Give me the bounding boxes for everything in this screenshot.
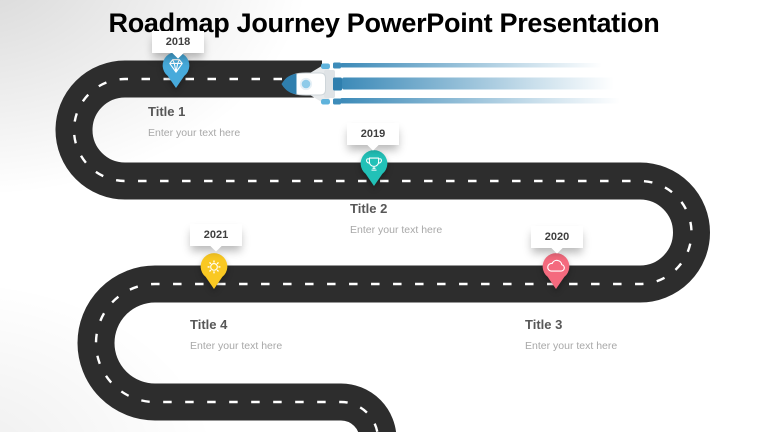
milestone-title: Title 3: [525, 317, 563, 332]
year-label-text: 2020: [544, 231, 570, 243]
milestone-title: Title 1: [148, 104, 186, 119]
cloud-icon: [547, 259, 565, 272]
map-pin-2021: [200, 253, 228, 289]
milestone-block-2: Title 2 Enter your text here: [350, 201, 442, 236]
diamond-icon: [169, 59, 183, 73]
milestone-text: Enter your text here: [190, 340, 283, 352]
gear-icon: [207, 260, 221, 274]
map-pin-2019: [360, 150, 388, 186]
year-label-2019: 2019: [347, 123, 399, 151]
trophy-icon: [366, 157, 382, 171]
milestone-block-3: Title 3 Enter your text here: [525, 317, 617, 352]
map-pin-2018: [162, 52, 190, 88]
year-label-text: 2019: [360, 128, 386, 140]
road-centerline: [72, 77, 693, 432]
milestone-text: Enter your text here: [148, 127, 241, 139]
year-label-2018: 2018: [152, 31, 204, 59]
year-label-2020: 2020: [531, 226, 583, 254]
milestone-block-4: Title 4 Enter your text here: [190, 317, 282, 352]
year-label-text: 2018: [165, 36, 191, 48]
milestone-title: Title 2: [350, 201, 388, 216]
rocket-trails: [340, 63, 620, 104]
rocket-trail: [340, 98, 620, 104]
rocket-trail: [340, 63, 602, 68]
year-label-2021: 2021: [190, 224, 242, 252]
milestone-text: Enter your text here: [350, 224, 443, 236]
rocket-trail: [342, 77, 614, 90]
milestone-text: Enter your text here: [525, 340, 618, 352]
milestone-title: Title 4: [190, 317, 228, 332]
rocket-icon: [281, 62, 342, 105]
map-pin-2020: [542, 253, 570, 289]
milestone-block-1: Title 1 Enter your text here: [148, 104, 240, 139]
year-label-text: 2021: [203, 229, 229, 241]
